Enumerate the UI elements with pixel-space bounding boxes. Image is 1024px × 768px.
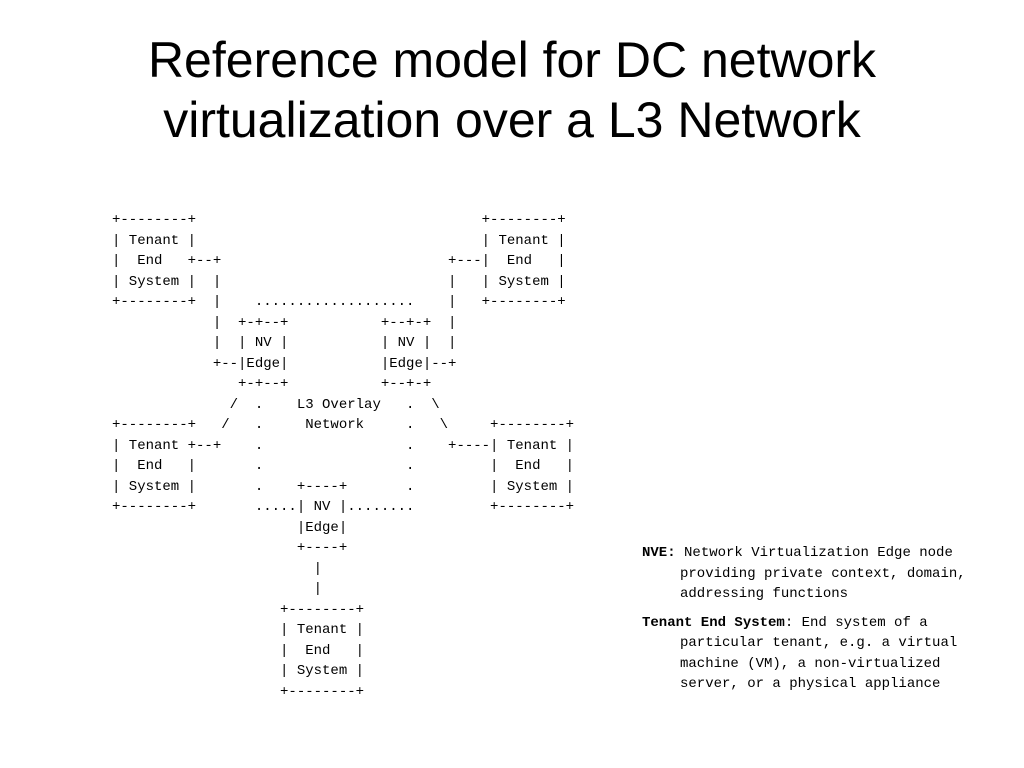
definitions-legend: NVE: Network Virtualization Edge node pr… <box>642 543 992 703</box>
definition-text: : End system of a particular tenant, e.g… <box>680 614 958 693</box>
definition-nve: NVE: Network Virtualization Edge node pr… <box>642 543 992 605</box>
definition-term: NVE: <box>642 545 676 561</box>
definition-tenant-end-system: Tenant End System: End system of a parti… <box>642 613 992 695</box>
title-line-2: virtualization over a L3 Network <box>163 92 861 148</box>
slide-title: Reference model for DC network virtualiz… <box>0 30 1024 150</box>
definition-text: Network Virtualization Edge node providi… <box>675 545 966 602</box>
definition-term: Tenant End System <box>642 614 785 631</box>
ascii-network-diagram: +--------+ +--------+ | Tenant | | Tenan… <box>112 212 575 700</box>
title-line-1: Reference model for DC network <box>147 32 877 88</box>
